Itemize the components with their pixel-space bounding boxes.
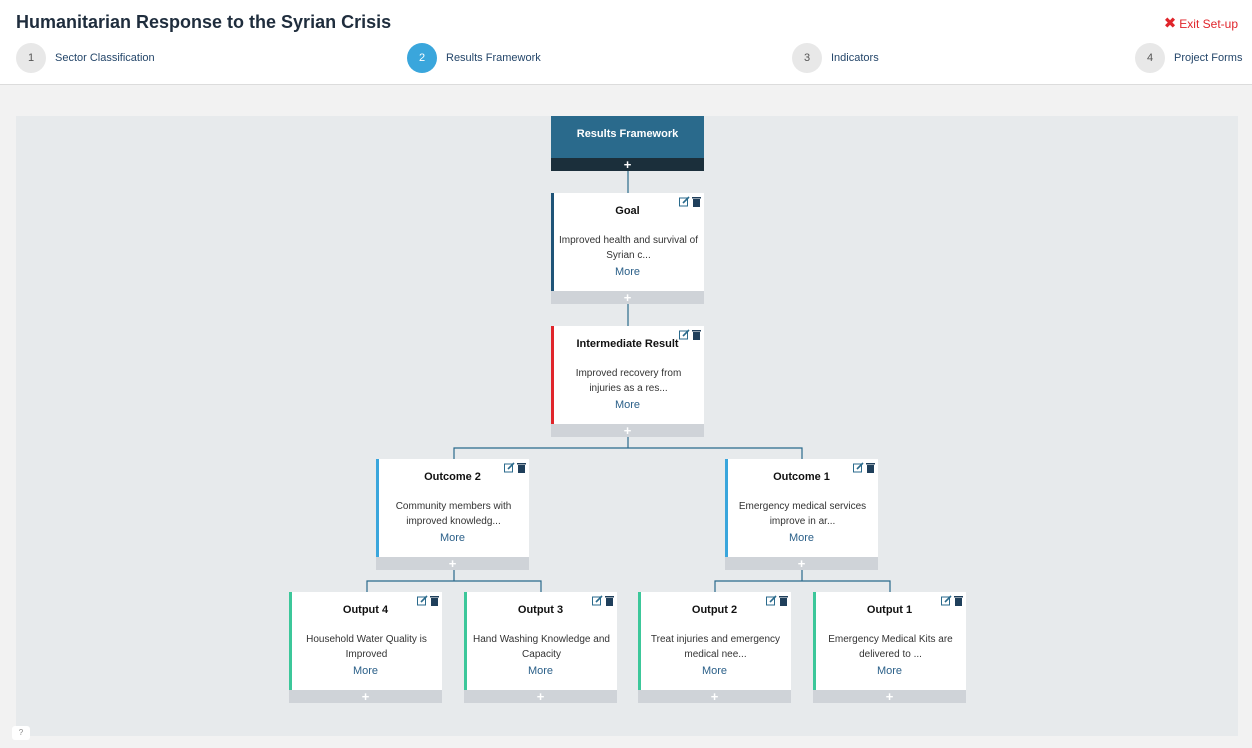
card-description: Emergency medical services improve in ar… xyxy=(738,501,867,527)
more-link[interactable]: More xyxy=(527,665,554,677)
more-link[interactable]: More xyxy=(701,665,728,677)
trash-icon[interactable] xyxy=(517,462,526,473)
step-label: Project Forms xyxy=(1174,52,1243,64)
page-title: Humanitarian Response to the Syrian Cris… xyxy=(16,12,392,32)
card-title: Outcome 1 xyxy=(773,471,830,483)
card-actions xyxy=(853,462,875,473)
edit-icon[interactable] xyxy=(766,595,777,606)
card-title: Output 2 xyxy=(691,604,738,616)
card-accent-bar xyxy=(813,592,816,703)
add-child-button[interactable]: + xyxy=(551,291,704,304)
step-label: Indicators xyxy=(831,52,879,64)
trash-icon[interactable] xyxy=(779,595,788,606)
card-description: Improved health and survival of Syrian c… xyxy=(559,235,698,261)
tree-connectors xyxy=(366,171,891,592)
edit-icon[interactable] xyxy=(417,595,428,606)
results-framework-root: Results Framework + xyxy=(551,116,704,171)
add-child-button[interactable]: + xyxy=(725,557,878,570)
edit-icon[interactable] xyxy=(504,462,515,473)
node-output-3: Output 3 Hand Washing Knowledge and Capa… xyxy=(464,592,617,703)
card-actions xyxy=(941,595,963,606)
card-title: Intermediate Result xyxy=(576,338,679,350)
step-results-framework[interactable]: 2 Results Framework xyxy=(407,43,541,73)
card-actions xyxy=(679,196,701,207)
card-title: Output 1 xyxy=(866,604,913,616)
add-child-button[interactable]: + xyxy=(289,690,442,703)
step-label: Sector Classification xyxy=(55,52,155,64)
card-title: Outcome 2 xyxy=(424,471,481,483)
card-title: Output 4 xyxy=(342,604,389,616)
more-link[interactable]: More xyxy=(876,665,903,677)
add-child-button[interactable]: + xyxy=(464,690,617,703)
node-intermediate-result: Intermediate Result Improved recovery fr… xyxy=(551,326,704,437)
node-goal: Goal Improved health and survival of Syr… xyxy=(551,193,704,304)
more-link[interactable]: More xyxy=(352,665,379,677)
step-label: Results Framework xyxy=(446,52,541,64)
card-actions xyxy=(679,329,701,340)
node-output-4: Output 4 Household Water Quality is Impr… xyxy=(289,592,442,703)
edit-icon[interactable] xyxy=(679,329,690,340)
step-number: 4 xyxy=(1135,43,1165,73)
exit-setup-label: Exit Set-up xyxy=(1179,16,1238,31)
card-actions xyxy=(417,595,439,606)
card-actions xyxy=(504,462,526,473)
more-link[interactable]: More xyxy=(439,532,466,544)
help-icon[interactable]: ? xyxy=(12,726,30,740)
step-sector-classification[interactable]: 1 Sector Classification xyxy=(16,43,155,73)
more-link[interactable]: More xyxy=(614,399,641,411)
card-description: Household Water Quality is Improved xyxy=(306,634,427,660)
step-number: 1 xyxy=(16,43,46,73)
step-project-forms[interactable]: 4 Project Forms xyxy=(1135,43,1242,73)
trash-icon[interactable] xyxy=(866,462,875,473)
trash-icon[interactable] xyxy=(692,329,701,340)
root-title: Results Framework xyxy=(576,128,679,140)
edit-icon[interactable] xyxy=(853,462,864,473)
node-outcome-2: Outcome 2 Community members with improve… xyxy=(376,459,529,570)
card-accent-bar xyxy=(376,459,379,570)
card-description: Community members with improved knowledg… xyxy=(395,501,512,527)
card-accent-bar xyxy=(551,326,554,437)
card-actions xyxy=(766,595,788,606)
card-accent-bar xyxy=(464,592,467,703)
node-output-1: Output 1 Emergency Medical Kits are deli… xyxy=(813,592,966,703)
card-description: Improved recovery from injuries as a res… xyxy=(575,368,682,394)
header: Humanitarian Response to the Syrian Cris… xyxy=(0,0,1252,85)
step-number: 3 xyxy=(792,43,822,73)
card-description: Emergency Medical Kits are delivered to … xyxy=(828,634,953,660)
node-outcome-1: Outcome 1 Emergency medical services imp… xyxy=(725,459,878,570)
trash-icon[interactable] xyxy=(430,595,439,606)
add-child-button[interactable]: + xyxy=(813,690,966,703)
framework-canvas: Results Framework + Goal Improved health… xyxy=(16,116,1238,736)
card-title: Goal xyxy=(615,205,640,217)
card-description: Treat injuries and emergency medical nee… xyxy=(650,634,781,660)
edit-icon[interactable] xyxy=(592,595,603,606)
step-number: 2 xyxy=(407,43,437,73)
trash-icon[interactable] xyxy=(605,595,614,606)
add-child-button[interactable]: + xyxy=(376,557,529,570)
card-description: Hand Washing Knowledge and Capacity xyxy=(473,634,610,660)
add-child-button[interactable]: + xyxy=(551,158,704,171)
card-actions xyxy=(592,595,614,606)
trash-icon[interactable] xyxy=(692,196,701,207)
add-child-button[interactable]: + xyxy=(638,690,791,703)
trash-icon[interactable] xyxy=(954,595,963,606)
card-accent-bar xyxy=(551,193,554,304)
step-indicators[interactable]: 3 Indicators xyxy=(792,43,879,73)
node-output-2: Output 2 Treat injuries and emergency me… xyxy=(638,592,791,703)
more-link[interactable]: More xyxy=(788,532,815,544)
x-icon: ✖ xyxy=(1163,15,1177,32)
edit-icon[interactable] xyxy=(679,196,690,207)
more-link[interactable]: More xyxy=(614,266,641,278)
card-title: Output 3 xyxy=(517,604,564,616)
edit-icon[interactable] xyxy=(941,595,952,606)
add-child-button[interactable]: + xyxy=(551,424,704,437)
card-accent-bar xyxy=(725,459,728,570)
exit-setup-button[interactable]: ✖ Exit Set-up xyxy=(1164,16,1238,31)
card-accent-bar xyxy=(638,592,641,703)
card-accent-bar xyxy=(289,592,292,703)
